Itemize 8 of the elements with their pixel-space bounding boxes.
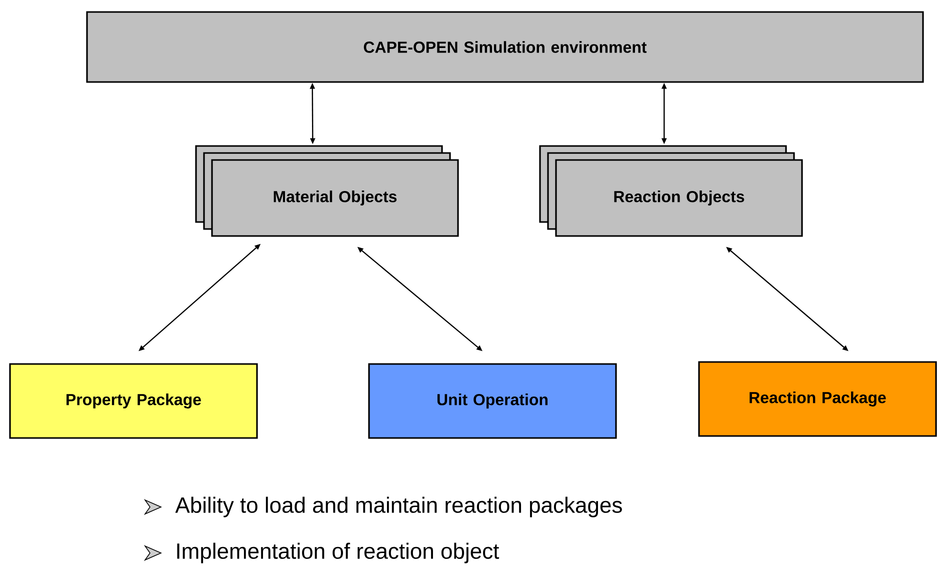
stacked-box: Reaction Objects (539, 145, 803, 237)
process-box: CAPE-OPEN Simulation environment (86, 11, 924, 83)
stacked-box: Material Objects (195, 145, 459, 237)
process-box: Property Package (9, 363, 258, 439)
bullet-text: Ability to load and maintain reaction packages (175, 496, 622, 518)
process-box: Reaction Package (698, 361, 937, 437)
process-box: Unit Operation (368, 363, 617, 439)
bullet-text: Implementation of reaction object (177, 542, 500, 564)
